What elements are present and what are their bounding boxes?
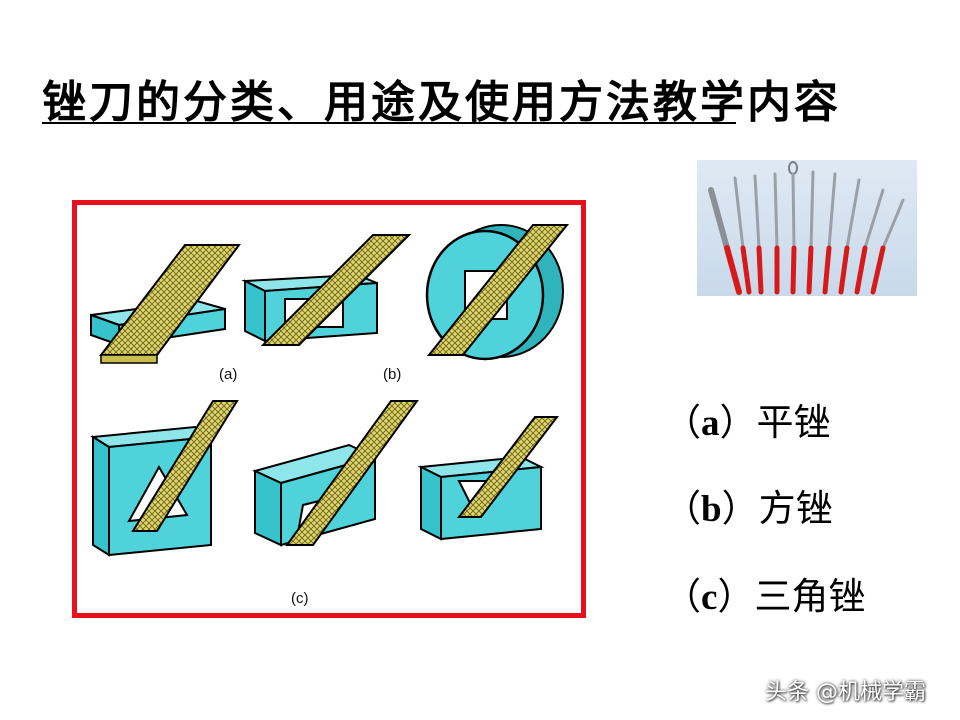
legend-open-paren: （	[664, 487, 701, 530]
legend-name: 三角锉	[754, 575, 866, 618]
legend-letter: b	[701, 489, 722, 530]
title-underline	[42, 122, 736, 124]
legend-open-paren: （	[664, 575, 701, 618]
legend-name: 平锉	[756, 401, 831, 444]
legend-close-paren: ）	[719, 401, 757, 444]
needle-files-drawing	[708, 161, 905, 295]
legend-letter: a	[701, 403, 720, 444]
figure-c-slot-block	[417, 416, 560, 541]
slide-title: 锉刀的分类、用途及使用方法教学内容	[42, 77, 841, 128]
figure-b-square-file	[241, 234, 412, 346]
filing-illustration: (a) (b) (c)	[89, 224, 570, 607]
figure-a-flat-file	[90, 244, 241, 364]
legend-name: 方锉	[758, 487, 833, 530]
legend-triangle-file: （c）三角锉	[664, 566, 865, 620]
watermark: 头条 @机械学霸	[765, 680, 926, 705]
legend-close-paren: ）	[721, 487, 759, 530]
legend-open-paren: （	[664, 401, 701, 444]
figure-b-round-part	[425, 224, 570, 361]
needle-files-photo	[697, 160, 917, 296]
legend-close-paren: ）	[717, 575, 755, 618]
legend-letter: c	[701, 577, 718, 618]
filing-illustration-frame: (a) (b) (c)	[72, 200, 586, 618]
figure-c-triangle-hole	[89, 400, 239, 557]
legend-flat-file: （a）平锉	[664, 392, 831, 446]
legend-square-file: （b）方锉	[664, 478, 833, 532]
figure-label-a: (a)	[219, 366, 237, 383]
figure-c-dovetail	[252, 400, 419, 547]
figure-label-c: (c)	[291, 590, 309, 607]
figure-label-b: (b)	[383, 366, 401, 383]
